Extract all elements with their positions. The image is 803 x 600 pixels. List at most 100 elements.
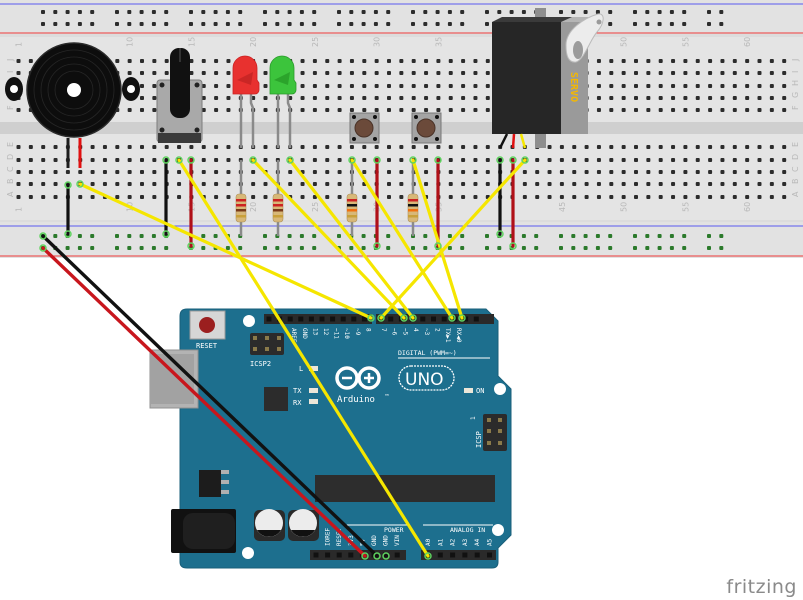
- rail-hole[interactable]: [460, 234, 465, 238]
- breadboard-hole[interactable]: [757, 96, 762, 100]
- breadboard-hole[interactable]: [461, 145, 466, 149]
- rail-hole[interactable]: [77, 10, 82, 14]
- rail-hole[interactable]: [485, 10, 489, 14]
- breadboard-hole[interactable]: [164, 71, 169, 75]
- breadboard-hole[interactable]: [251, 195, 256, 199]
- rail-hole[interactable]: [77, 22, 82, 26]
- header-pin-socket[interactable]: [437, 552, 443, 558]
- rail-hole[interactable]: [423, 246, 428, 250]
- breadboard-hole[interactable]: [399, 71, 404, 75]
- breadboard-hole[interactable]: [325, 170, 330, 174]
- rail-hole[interactable]: [201, 234, 206, 238]
- breadboard-hole[interactable]: [28, 158, 33, 162]
- breadboard-hole[interactable]: [708, 195, 713, 199]
- wire-gnd-arduino[interactable]: [41, 234, 379, 558]
- rail-hole[interactable]: [485, 22, 489, 26]
- breadboard-hole[interactable]: [337, 195, 342, 199]
- breadboard-hole[interactable]: [485, 158, 490, 162]
- breadboard-hole[interactable]: [16, 59, 21, 63]
- breadboard-hole[interactable]: [671, 71, 676, 75]
- breadboard-hole[interactable]: [609, 145, 614, 149]
- breadboard-hole[interactable]: [424, 71, 429, 75]
- rail-hole[interactable]: [77, 246, 82, 250]
- breadboard-hole[interactable]: [349, 145, 354, 149]
- breadboard-hole[interactable]: [28, 59, 33, 63]
- rail-hole[interactable]: [485, 246, 489, 250]
- rail-hole[interactable]: [287, 234, 292, 238]
- breadboard-hole[interactable]: [708, 59, 713, 63]
- piezo-buzzer[interactable]: [5, 42, 140, 168]
- breadboard-hole[interactable]: [201, 96, 206, 100]
- breadboard-hole[interactable]: [387, 108, 391, 112]
- breadboard-hole[interactable]: [140, 108, 144, 112]
- rail-hole[interactable]: [201, 22, 206, 26]
- breadboard-hole[interactable]: [695, 96, 700, 100]
- breadboard-hole[interactable]: [634, 170, 638, 174]
- breadboard-hole[interactable]: [621, 182, 626, 186]
- breadboard-hole[interactable]: [621, 108, 626, 112]
- breadboard-hole[interactable]: [473, 96, 478, 100]
- breadboard-hole[interactable]: [559, 182, 564, 186]
- breadboard-hole[interactable]: [745, 108, 750, 112]
- rail-hole[interactable]: [287, 10, 292, 14]
- rail-hole[interactable]: [485, 234, 489, 238]
- rail-hole[interactable]: [90, 234, 95, 238]
- breadboard-hole[interactable]: [448, 84, 453, 88]
- breadboard-hole[interactable]: [732, 84, 737, 88]
- header-pin-socket[interactable]: [383, 552, 389, 558]
- rail-hole[interactable]: [151, 234, 156, 238]
- breadboard-hole[interactable]: [559, 158, 564, 162]
- breadboard-hole[interactable]: [658, 195, 663, 199]
- wire-red-led-d6[interactable]: [251, 158, 406, 320]
- rail-hole[interactable]: [127, 22, 132, 26]
- rail-hole[interactable]: [534, 234, 539, 238]
- breadboard-hole[interactable]: [399, 182, 404, 186]
- breadboard-hole[interactable]: [596, 145, 601, 149]
- rail-hole[interactable]: [571, 234, 576, 238]
- breadboard-hole[interactable]: [201, 84, 206, 88]
- breadboard-hole[interactable]: [572, 145, 577, 149]
- breadboard-hole[interactable]: [634, 158, 638, 162]
- servo-motor[interactable]: SERVO: [492, 8, 604, 149]
- header-pin-socket[interactable]: [313, 552, 319, 558]
- breadboard-hole[interactable]: [300, 96, 305, 100]
- breadboard-hole[interactable]: [362, 145, 367, 149]
- breadboard-hole[interactable]: [325, 158, 330, 162]
- breadboard-hole[interactable]: [683, 108, 688, 112]
- breadboard-hole[interactable]: [436, 71, 441, 75]
- rail-hole[interactable]: [447, 246, 452, 250]
- breadboard-hole[interactable]: [584, 158, 589, 162]
- digital-pin-socket[interactable]: [388, 316, 394, 322]
- breadboard-hole[interactable]: [28, 195, 33, 199]
- digital-pin-socket[interactable]: [361, 316, 367, 322]
- breadboard-hole[interactable]: [448, 108, 453, 112]
- breadboard-hole[interactable]: [201, 158, 206, 162]
- breadboard-hole[interactable]: [300, 108, 305, 112]
- rail-hole[interactable]: [608, 246, 613, 250]
- breadboard-hole[interactable]: [411, 59, 416, 63]
- breadboard-hole[interactable]: [214, 71, 219, 75]
- rail-hole[interactable]: [645, 22, 650, 26]
- breadboard-hole[interactable]: [732, 108, 737, 112]
- breadboard-hole[interactable]: [140, 71, 144, 75]
- breadboard-hole[interactable]: [90, 182, 95, 186]
- breadboard-hole[interactable]: [312, 84, 317, 88]
- breadboard-hole[interactable]: [399, 158, 404, 162]
- breadboard-hole[interactable]: [757, 195, 762, 199]
- rail-hole[interactable]: [423, 22, 428, 26]
- breadboard-hole[interactable]: [349, 59, 354, 63]
- breadboard-hole[interactable]: [547, 182, 552, 186]
- breadboard-hole[interactable]: [90, 158, 95, 162]
- breadboard-hole[interactable]: [300, 182, 305, 186]
- breadboard-hole[interactable]: [461, 59, 466, 63]
- breadboard-hole[interactable]: [337, 96, 342, 100]
- breadboard-hole[interactable]: [720, 145, 725, 149]
- rail-hole[interactable]: [608, 10, 613, 14]
- digital-pin-socket[interactable]: [431, 316, 436, 322]
- rail-hole[interactable]: [411, 22, 415, 26]
- breadboard-hole[interactable]: [720, 182, 725, 186]
- rail-hole[interactable]: [633, 22, 637, 26]
- rail-hole[interactable]: [386, 10, 391, 14]
- breadboard-hole[interactable]: [596, 170, 601, 174]
- breadboard-hole[interactable]: [189, 145, 194, 149]
